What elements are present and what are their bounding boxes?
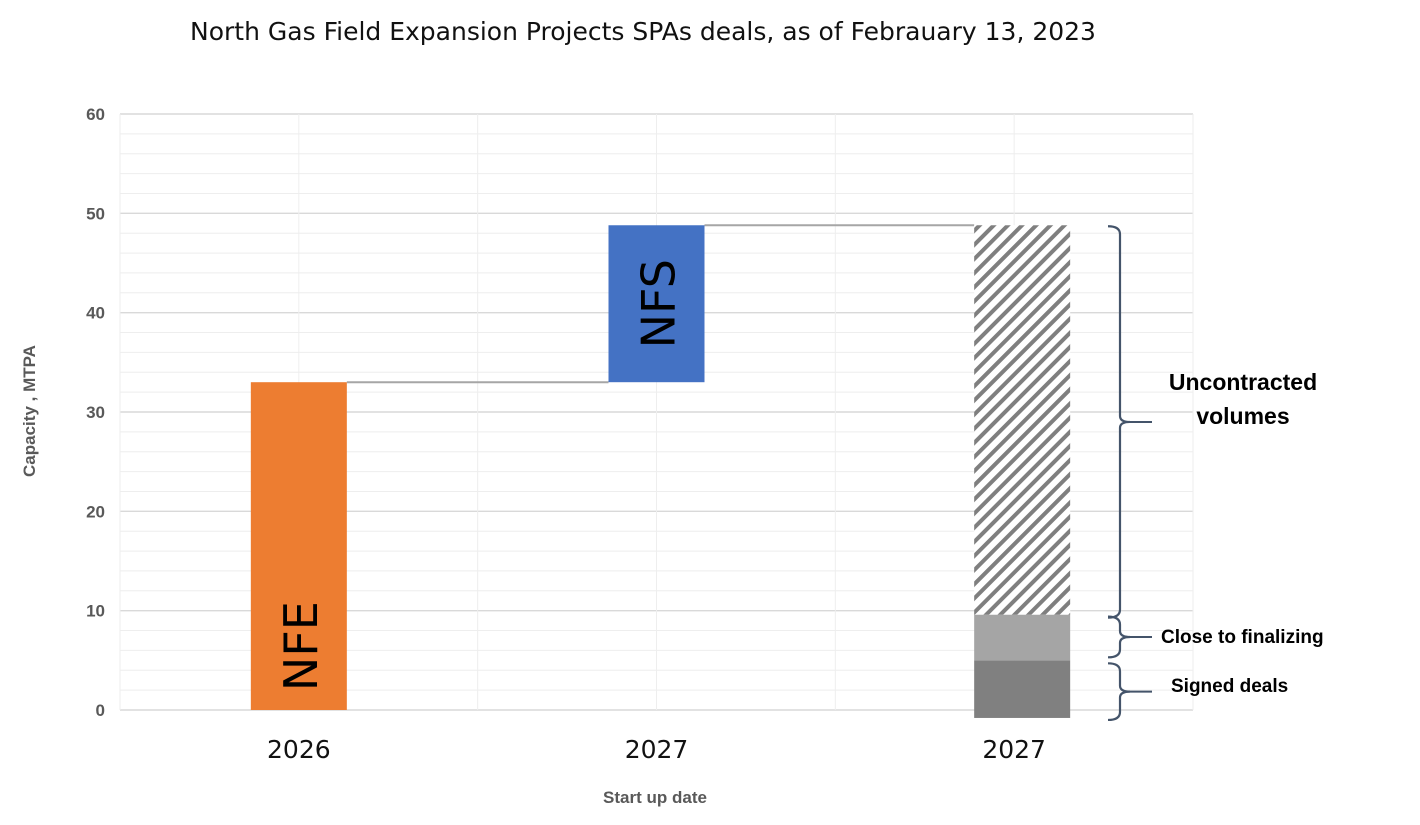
- bar-nfs: [608, 225, 705, 383]
- y-tick-label: 0: [96, 701, 105, 720]
- curly-brace: [1107, 225, 1131, 619]
- chart-title: North Gas Field Expansion Projects SPAs …: [190, 17, 1096, 46]
- bar-nfe: [250, 382, 347, 710]
- signed-deals-label: Signed deals: [1171, 676, 1288, 697]
- curly-brace: [1107, 662, 1131, 722]
- curly-brace: [1107, 615, 1131, 659]
- brackets: [1107, 225, 1152, 722]
- uncontracted-label-line2: volumes: [1196, 403, 1289, 429]
- bar-label-nfs: NFS: [632, 259, 686, 348]
- y-tick-label: 20: [86, 502, 105, 521]
- y-tick-label: 40: [86, 304, 105, 323]
- segment-close-to-finalizing: [974, 614, 1071, 661]
- x-tick-label: 2027: [982, 735, 1046, 764]
- x-tick-label: 2026: [267, 735, 331, 764]
- y-axis-ticks: 0 10 20 30 40 50 60: [86, 105, 105, 720]
- y-tick-label: 50: [86, 204, 105, 223]
- x-axis-ticks: 2026 2027 2027: [267, 735, 1046, 764]
- connectors: [346, 224, 975, 384]
- y-tick-label: 60: [86, 105, 105, 124]
- x-tick-label: 2027: [625, 735, 689, 764]
- bars: NFE NFS: [250, 225, 1071, 718]
- y-tick-label: 10: [86, 602, 105, 621]
- uncontracted-label-line1: Uncontracted: [1169, 369, 1317, 395]
- close-to-finalizing-label: Close to finalizing: [1161, 627, 1324, 648]
- segment-uncontracted-volumes: [974, 225, 1071, 615]
- x-axis-label: Start up date: [603, 788, 707, 807]
- bar-label-nfe: NFE: [274, 601, 328, 691]
- y-tick-label: 30: [86, 403, 105, 422]
- y-axis-label: Capacity , MTPA: [20, 345, 39, 477]
- segment-signed-deals: [974, 660, 1071, 718]
